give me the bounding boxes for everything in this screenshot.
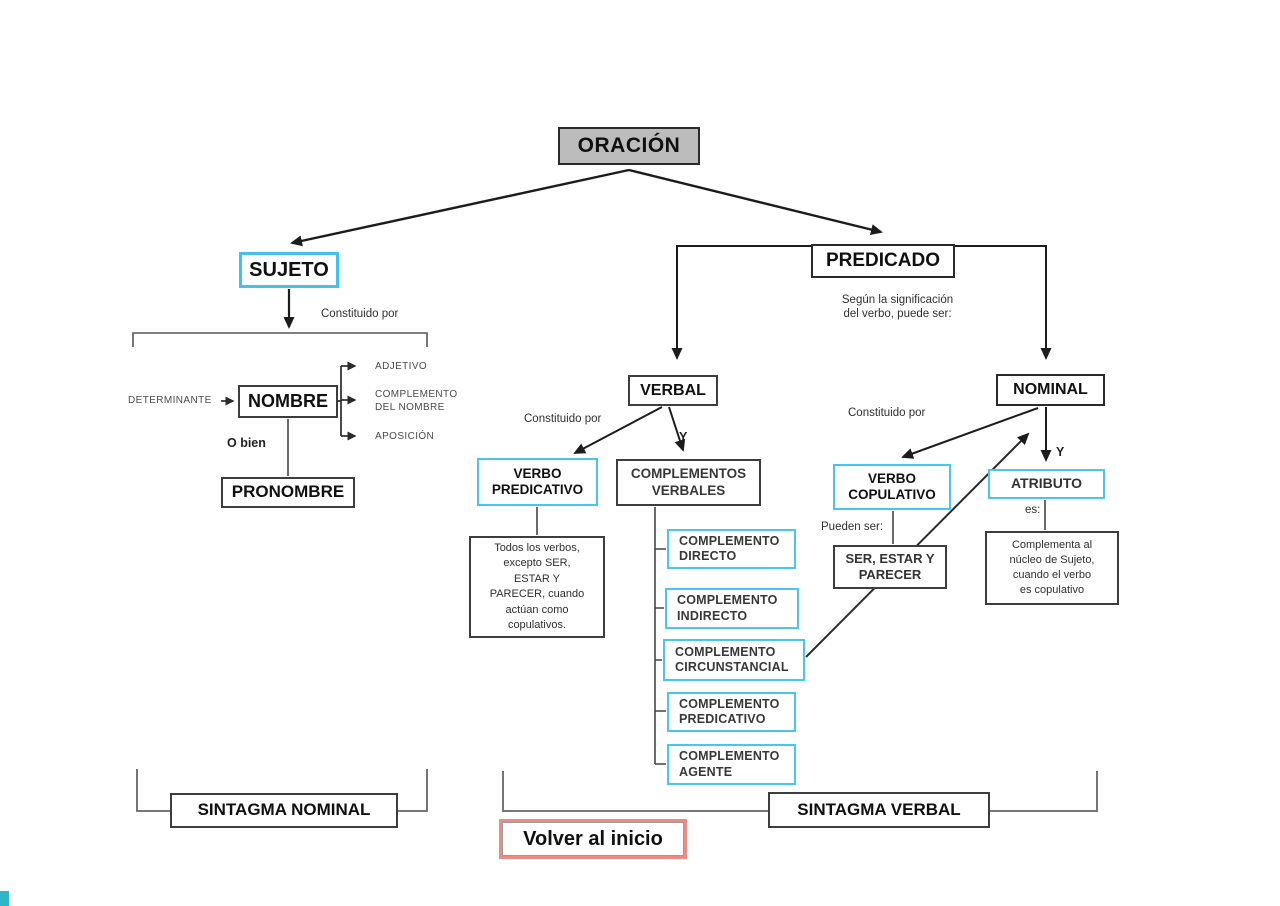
label-y-verbal: Y xyxy=(679,430,688,444)
page-corner-artifact xyxy=(0,891,9,906)
note-atributo: Complementa al núcleo de Sujeto, cuando … xyxy=(985,531,1119,605)
label-constituido-por-verbal: Constituido por xyxy=(524,413,602,425)
node-verbo-copulativo: VERBO COPULATIVO xyxy=(833,464,951,510)
node-sintagma-verbal: SINTAGMA VERBAL xyxy=(768,792,990,828)
label-adjetivo: ADJETIVO xyxy=(375,361,428,372)
label-complemento-del-nombre: COMPLEMENTO DEL NOMBRE xyxy=(375,389,458,413)
label-y-nominal: Y xyxy=(1056,445,1065,459)
label-determinante: DETERMINANTE xyxy=(128,395,212,406)
node-verbal: VERBAL xyxy=(628,375,718,406)
label-es: es: xyxy=(1025,504,1041,516)
node-predicado: PREDICADO xyxy=(811,244,955,278)
node-complemento-directo: COMPLEMENTO DIRECTO xyxy=(667,529,796,569)
node-complemento-indirecto: COMPLEMENTO INDIRECTO xyxy=(665,588,799,629)
node-oracion: ORACIÓN xyxy=(558,127,700,165)
label-constituido-por-nominal: Constituido por xyxy=(848,407,926,419)
node-nombre: NOMBRE xyxy=(238,385,338,418)
node-sintagma-nominal: SINTAGMA NOMINAL xyxy=(170,793,398,828)
node-complemento-circunstancial: COMPLEMENTO CIRCUNSTANCIAL xyxy=(663,639,805,681)
label-pueden-ser: Pueden ser: xyxy=(821,521,884,533)
label-o-bien: O bien xyxy=(227,436,266,450)
node-complemento-agente: COMPLEMENTO AGENTE xyxy=(667,744,796,785)
label-aposicion: APOSICIÓN xyxy=(375,431,435,442)
label-segun-la-significacion: Según la significación del verbo, puede … xyxy=(841,294,954,321)
node-sujeto: SUJETO xyxy=(239,252,339,288)
node-complemento-predicativo: COMPLEMENTO PREDICATIVO xyxy=(667,692,796,732)
node-atributo: ATRIBUTO xyxy=(988,469,1105,499)
node-verbo-predicativo: VERBO PREDICATIVO xyxy=(477,458,598,506)
node-complementos-verbales: COMPLEMENTOS VERBALES xyxy=(616,459,761,506)
label-constituido-por-sujeto: Constituido por xyxy=(321,308,399,320)
node-pronombre: PRONOMBRE xyxy=(221,477,355,508)
back-to-start-link[interactable]: Volver al inicio xyxy=(499,819,687,859)
node-nominal: NOMINAL xyxy=(996,374,1105,406)
note-verbo-predicativo: Todos los verbos, excepto SER, ESTAR Y P… xyxy=(469,536,605,638)
node-ser-estar-parecer: SER, ESTAR Y PARECER xyxy=(833,545,947,589)
